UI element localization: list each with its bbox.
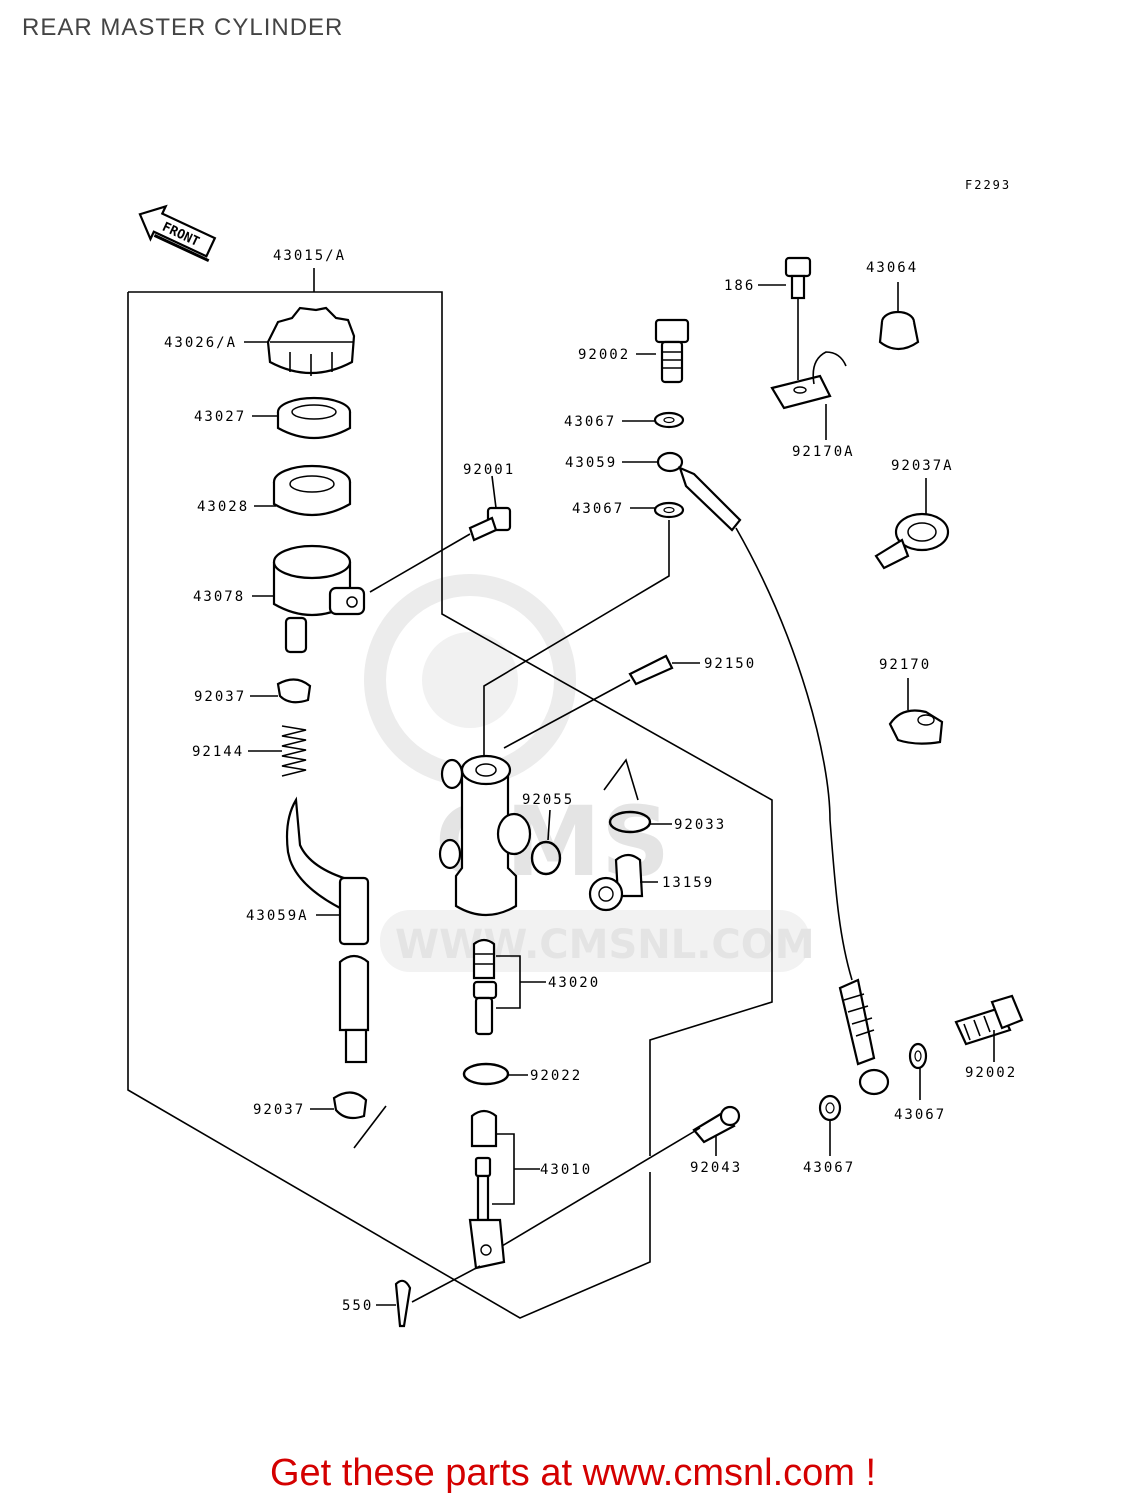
label-13159: 13159 [662, 875, 714, 891]
o-ring-92055 [530, 840, 562, 876]
hose-43059A [285, 796, 370, 1064]
label-92037-bottom: 92037 [253, 1102, 305, 1118]
push-rod-43010 [468, 1109, 506, 1270]
bolt-186 [784, 256, 812, 300]
pin-92043 [692, 1105, 741, 1144]
front-arrow-icon: FRONT [138, 204, 217, 263]
page-title: REAR MASTER CYLINDER [22, 14, 344, 41]
label-92022: 92022 [530, 1068, 582, 1084]
washer-43067-b [653, 501, 685, 519]
reservoir-43078 [272, 544, 366, 654]
label-92170: 92170 [879, 657, 931, 673]
label-92037-top: 92037 [194, 689, 246, 705]
diaphragm-43028 [272, 464, 352, 517]
label-43059: 43059 [565, 455, 617, 471]
label-92055: 92055 [522, 792, 574, 808]
clamp-92037A [874, 512, 950, 570]
label-43067-c: 43067 [894, 1107, 946, 1123]
label-92150: 92150 [704, 656, 756, 672]
label-43020: 43020 [548, 975, 600, 991]
part-labels: 43015/A 43026/A 43027 43028 43078 92037 … [164, 248, 1017, 1314]
clamp-92170 [888, 709, 944, 745]
washer-43067-c [908, 1042, 928, 1070]
washer-43067-a [653, 411, 685, 429]
circlip-92022 [462, 1062, 510, 1086]
label-92037A: 92037A [891, 458, 954, 474]
brake-hose-43059 [656, 451, 853, 981]
connector-13159 [588, 853, 644, 912]
assembly-outline [127, 268, 773, 1319]
watermark-site: WWW.CMSNL.COM [395, 922, 815, 968]
master-cylinder-body [438, 754, 532, 916]
banjo-bolt-92002-top [654, 318, 690, 384]
footer-link[interactable]: Get these parts at www.cmsnl.com ! [269, 1452, 877, 1494]
diaphragm-plate-43027 [276, 396, 352, 439]
bolt-92001 [468, 506, 512, 542]
label-92033: 92033 [674, 817, 726, 833]
reservoir-cap-43026 [266, 306, 356, 376]
figure-code: F2293 [965, 178, 1012, 192]
bolt-92150 [628, 654, 674, 686]
cotter-pin-550 [394, 1279, 412, 1328]
piston-kit-43020 [472, 938, 498, 1036]
label-92002-bottom: 92002 [965, 1065, 1017, 1081]
label-92002-top: 92002 [578, 347, 630, 363]
label-43010: 43010 [540, 1162, 592, 1178]
grommet-43064 [878, 310, 920, 351]
label-43015A: 43015/A [273, 248, 346, 264]
lower-hose-fitting [838, 978, 890, 1096]
label-43067-a: 43067 [564, 414, 616, 430]
label-43059A: 43059A [246, 908, 309, 924]
circlip-92033 [603, 758, 652, 834]
label-43064: 43064 [866, 260, 918, 276]
bracket-92170A [770, 351, 847, 410]
spring-92144 [281, 725, 307, 777]
label-43028: 43028 [197, 499, 249, 515]
label-43078: 43078 [193, 589, 245, 605]
label-92144: 92144 [192, 744, 244, 760]
clamp-92037-bottom [332, 1091, 387, 1149]
label-43067-d: 43067 [803, 1160, 855, 1176]
label-43026A: 43026/A [164, 335, 237, 351]
label-43027: 43027 [194, 409, 246, 425]
label-550: 550 [342, 1298, 373, 1314]
label-186: 186 [724, 278, 755, 294]
label-92043: 92043 [690, 1160, 742, 1176]
label-92001: 92001 [463, 462, 515, 478]
leader-lines [244, 282, 995, 1306]
watermark: CMS WWW.CMSNL.COM [364, 574, 815, 972]
label-92170A: 92170A [792, 444, 855, 460]
label-43067-b: 43067 [572, 501, 624, 517]
banjo-bolt-92002-bottom [954, 994, 1024, 1046]
washer-43067-d [818, 1094, 842, 1122]
clamp-92037-top [276, 678, 312, 704]
